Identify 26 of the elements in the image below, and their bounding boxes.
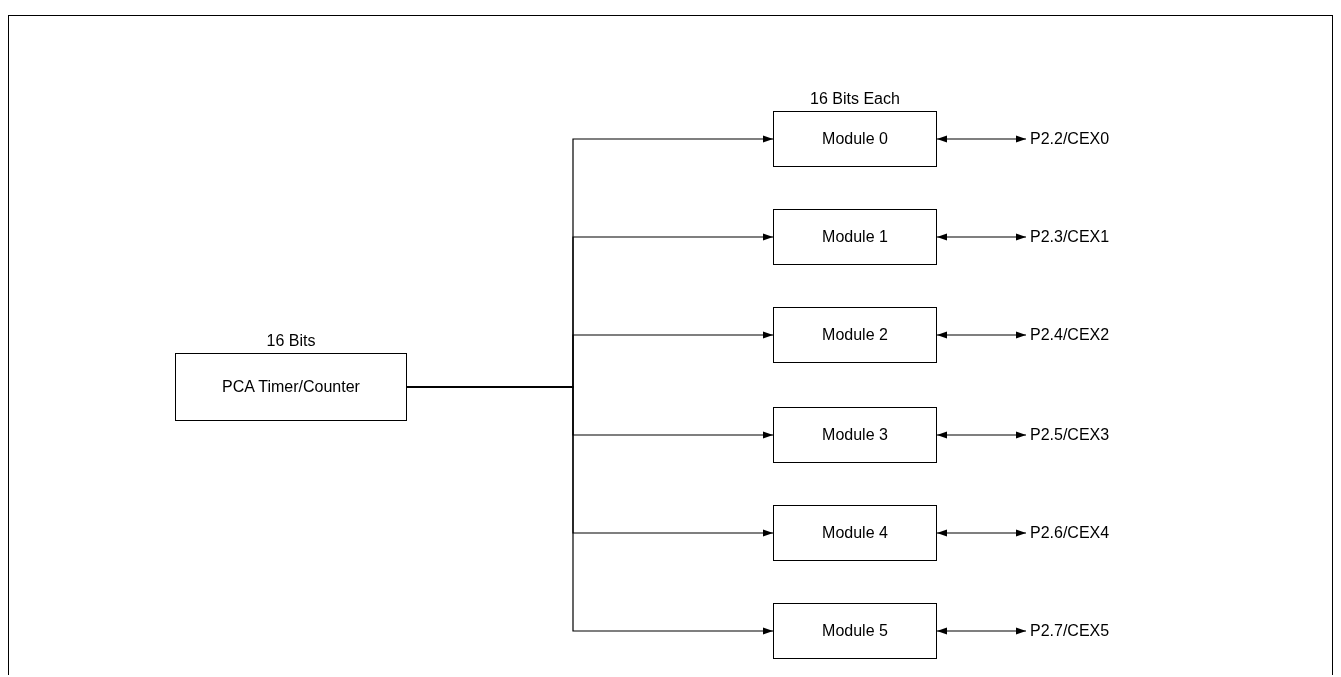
block-label: Module 2 (822, 326, 888, 344)
block-box (773, 307, 937, 363)
pin-label: P2.4/CEX2 (1030, 323, 1130, 347)
pin-label: P2.2/CEX0 (1030, 127, 1130, 151)
pin-label: P2.5/CEX3 (1030, 423, 1130, 447)
connector-arrow (936, 233, 1027, 241)
block-label: Module 3 (822, 426, 888, 444)
block-label: Module 4 (822, 524, 888, 542)
block-label: Module 5 (822, 622, 888, 640)
pin-label: P2.3/CEX1 (1030, 225, 1130, 249)
block-box (773, 209, 937, 265)
connector-arrow (936, 529, 1027, 537)
pin-label: P2.7/CEX5 (1030, 619, 1130, 643)
connector-arrow (936, 431, 1027, 439)
block-label: Module 0 (822, 130, 888, 148)
block-box (773, 603, 937, 659)
pin-label: P2.6/CEX4 (1030, 521, 1130, 545)
block-box (773, 505, 937, 561)
connector-arrow (936, 331, 1027, 339)
bit-width-label: 16 Bits (265, 332, 317, 350)
connector-arrow (936, 627, 1027, 635)
block-label: Module 1 (822, 228, 888, 246)
bit-width-label: 16 Bits Each (809, 90, 901, 108)
connector-arrow (936, 135, 1027, 143)
block-label: PCA Timer/Counter (222, 378, 360, 396)
block-box (773, 407, 937, 463)
